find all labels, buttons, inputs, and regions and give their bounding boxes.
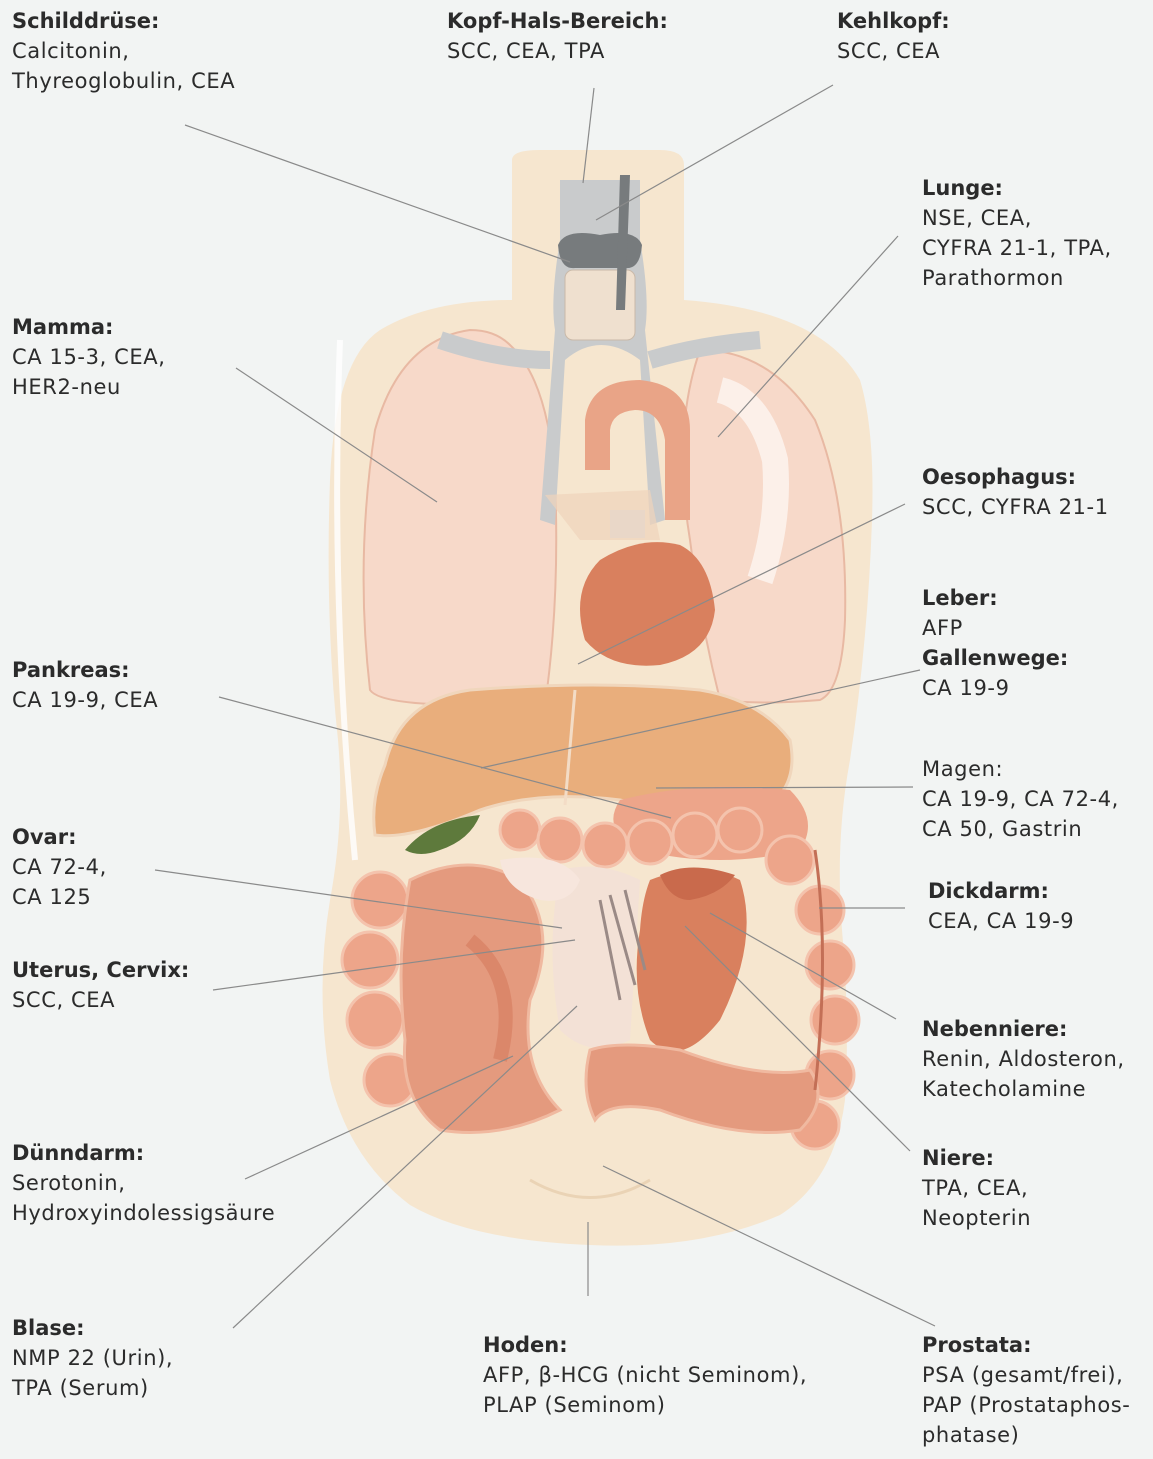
label-body: PSA (gesamt/frei), PAP (Prostataphos- ph…	[922, 1360, 1131, 1450]
label-kehlkopf: Kehlkopf: SCC, CEA	[837, 6, 950, 66]
label-body-gallenwege: CA 19-9	[922, 673, 1068, 703]
label-body: SCC, CEA	[12, 985, 189, 1015]
label-title: Kehlkopf:	[837, 6, 950, 36]
label-body: Renin, Aldosteron, Katecholamine	[922, 1044, 1125, 1104]
label-title: Kopf-Hals-Bereich:	[447, 6, 668, 36]
label-title: Leber:	[922, 583, 1068, 613]
label-title: Prostata:	[922, 1330, 1131, 1360]
label-body: CA 19-9, CEA	[12, 685, 158, 715]
label-title: Niere:	[922, 1143, 1031, 1173]
label-title: Uterus, Cervix:	[12, 955, 189, 985]
label-nebenniere: Nebenniere: Renin, Aldosteron, Katechola…	[922, 1014, 1125, 1104]
label-lunge: Lunge: NSE, CEA, CYFRA 21-1, TPA, Parath…	[922, 173, 1112, 293]
label-title: Blase:	[12, 1313, 173, 1343]
label-mamma: Mamma: CA 15-3, CEA, HER2-neu	[12, 312, 166, 402]
label-title: Magen:	[922, 754, 1119, 784]
label-title: Oesophagus:	[922, 462, 1109, 492]
label-title: Nebenniere:	[922, 1014, 1125, 1044]
label-title: Hoden:	[483, 1330, 807, 1360]
label-body: SCC, CEA, TPA	[447, 36, 668, 66]
label-body: SCC, CYFRA 21-1	[922, 492, 1109, 522]
label-body: TPA, CEA, Neopterin	[922, 1173, 1031, 1233]
label-title: Dickdarm:	[928, 876, 1074, 906]
label-title: Ovar:	[12, 822, 107, 852]
label-niere: Niere: TPA, CEA, Neopterin	[922, 1143, 1031, 1233]
label-body: AFP, β-HCG (nicht Seminom), PLAP (Semino…	[483, 1360, 807, 1420]
label-body: SCC, CEA	[837, 36, 950, 66]
label-leber: Leber: AFP Gallenwege: CA 19-9	[922, 583, 1068, 703]
label-body: CA 72-4, CA 125	[12, 852, 107, 912]
label-body: Serotonin, Hydroxyindolessigsäure	[12, 1168, 275, 1228]
label-title: Pankreas:	[12, 655, 158, 685]
right-lung	[364, 330, 557, 705]
label-body: CA 19-9, CA 72-4, CA 50, Gastrin	[922, 784, 1119, 844]
label-title: Schilddrüse:	[12, 6, 235, 36]
label-pankreas: Pankreas: CA 19-9, CEA	[12, 655, 158, 715]
label-title: Dünndarm:	[12, 1138, 275, 1168]
label-dickdarm: Dickdarm: CEA, CA 19-9	[928, 876, 1074, 936]
label-body: NSE, CEA, CYFRA 21-1, TPA, Parathormon	[922, 203, 1112, 293]
label-duenndarm: Dünndarm: Serotonin, Hydroxyindolessigsä…	[12, 1138, 275, 1228]
label-title-gallenwege: Gallenwege:	[922, 643, 1068, 673]
label-ovar: Ovar: CA 72-4, CA 125	[12, 822, 107, 912]
label-body: CEA, CA 19-9	[928, 906, 1074, 936]
label-body: Calcitonin, Thyreoglobulin, CEA	[12, 36, 235, 96]
heart	[580, 542, 715, 666]
label-body: NMP 22 (Urin), TPA (Serum)	[12, 1343, 173, 1403]
label-blase: Blase: NMP 22 (Urin), TPA (Serum)	[12, 1313, 173, 1403]
label-oesophagus: Oesophagus: SCC, CYFRA 21-1	[922, 462, 1109, 522]
label-title: Mamma:	[12, 312, 166, 342]
thyroid	[558, 233, 642, 268]
label-body: AFP	[922, 613, 1068, 643]
label-prostata: Prostata: PSA (gesamt/frei), PAP (Prosta…	[922, 1330, 1131, 1450]
label-hoden: Hoden: AFP, β-HCG (nicht Seminom), PLAP …	[483, 1330, 807, 1420]
label-title: Lunge:	[922, 173, 1112, 203]
label-kopf-hals: Kopf-Hals-Bereich: SCC, CEA, TPA	[447, 6, 668, 66]
label-body: CA 15-3, CEA, HER2-neu	[12, 342, 166, 402]
label-magen: Magen: CA 19-9, CA 72-4, CA 50, Gastrin	[922, 754, 1119, 844]
label-schilddruese: Schilddrüse: Calcitonin, Thyreoglobulin,…	[12, 6, 235, 96]
label-uterus: Uterus, Cervix: SCC, CEA	[12, 955, 189, 1015]
